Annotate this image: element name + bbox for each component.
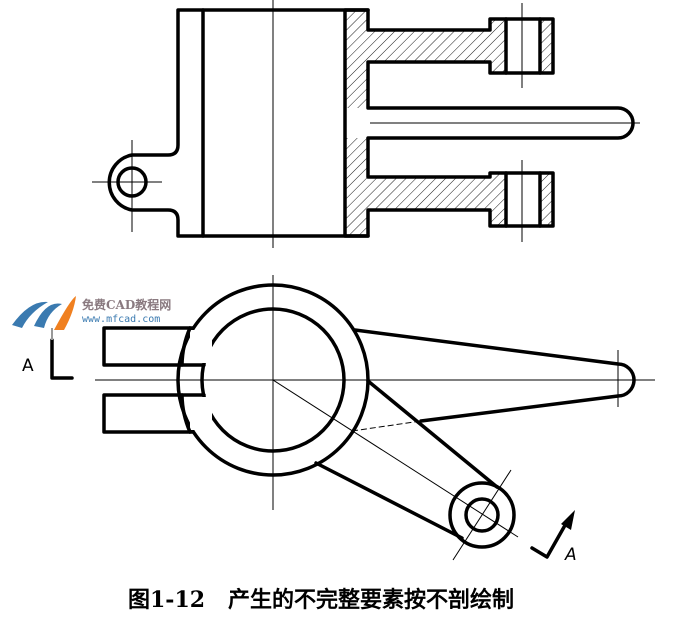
body-outline bbox=[107, 8, 370, 238]
figure-caption: 图1-12 产生的不完整要素按不剖绘制 bbox=[128, 587, 515, 613]
section-mark-left bbox=[50, 338, 74, 380]
lower-lug bbox=[102, 393, 206, 434]
fork-outline bbox=[343, 8, 635, 238]
section-label-left: A bbox=[22, 356, 34, 376]
arrow-head bbox=[561, 510, 575, 530]
arm-eye-outer bbox=[448, 481, 516, 549]
upper-lug bbox=[102, 326, 206, 367]
watermark-url: www.mfcad.com bbox=[82, 314, 161, 325]
top-view bbox=[50, 275, 655, 561]
arm-eye-hole bbox=[464, 497, 500, 533]
watermark-name: 免费CAD教程网 bbox=[82, 298, 172, 312]
mfcad-logo bbox=[12, 296, 76, 340]
section-label-right: A bbox=[565, 545, 577, 565]
hatched-fork-section bbox=[345, 10, 553, 236]
front-section-view bbox=[92, 0, 640, 248]
section-mark-right bbox=[530, 518, 570, 559]
lower-arm bbox=[314, 379, 499, 540]
right-arm bbox=[353, 328, 636, 423]
